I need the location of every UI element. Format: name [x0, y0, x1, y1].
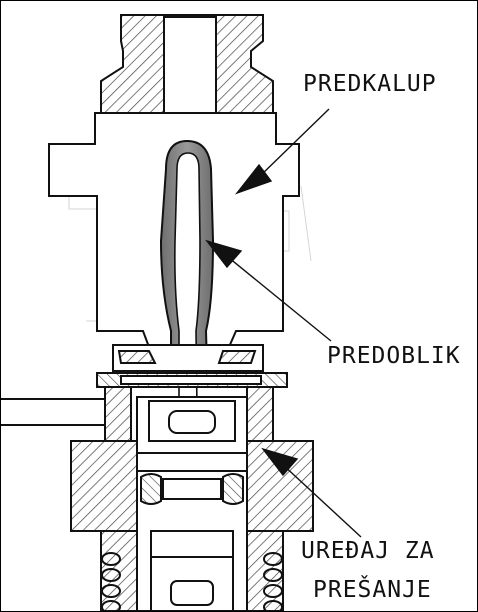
- leader-predkalup: [234, 108, 330, 195]
- neck-ring: [96, 344, 288, 388]
- label-preform-mold: PREDKALUP: [303, 71, 437, 97]
- label-pressing-device-line2: PREŠANJE: [313, 577, 432, 603]
- leader-predoblik: [205, 239, 332, 342]
- springs: [101, 552, 283, 611]
- leader-uredjaj: [261, 447, 362, 538]
- label-preform: PREDOBLIK: [327, 343, 461, 369]
- label-pressing-device-line1: UREĐAJ ZA: [301, 538, 435, 564]
- left-side-arm: [1, 386, 274, 442]
